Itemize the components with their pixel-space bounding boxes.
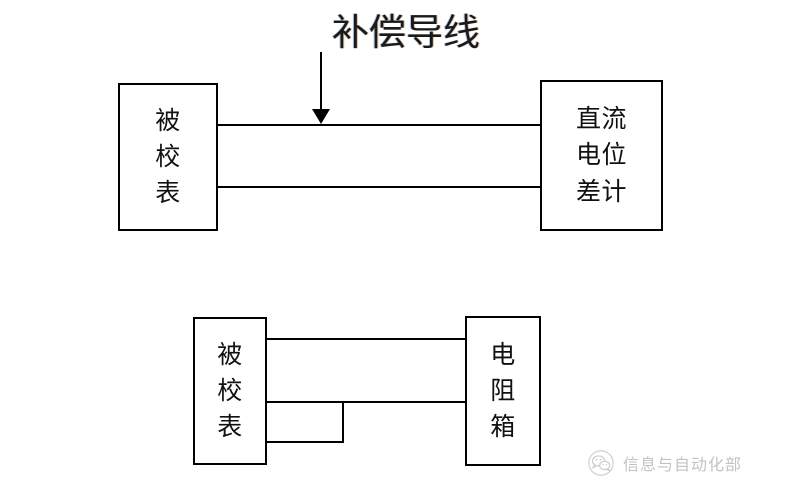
top-left-box-label-line-3: 表 (155, 178, 181, 208)
bottom-right-box-resistance-box[interactable]: 电 阻 箱 (465, 316, 541, 466)
arrow-shaft (320, 52, 322, 110)
bottom-left-box-label-line-3: 表 (217, 412, 243, 442)
top-right-box-label-line-3: 差计 (575, 176, 627, 206)
top-right-box-label-line-1: 直流 (575, 104, 627, 134)
bottom-left-box-device-under-test[interactable]: 被 校 表 (193, 317, 267, 465)
bottom-right-box-label-line-3: 箱 (490, 412, 516, 442)
bottom-right-box-label-line-1: 电 (490, 339, 516, 369)
arrow-head (312, 109, 330, 124)
bottom-diagram-wire-1 (265, 338, 467, 340)
top-left-box-label-line-1: 被 (155, 105, 181, 135)
watermark: 信息与自动化部 (588, 450, 742, 476)
bottom-diagram-wire-2 (265, 401, 467, 403)
top-diagram-wire-1 (216, 124, 544, 126)
bottom-diagram-wire-3 (265, 441, 344, 443)
bottom-diagram-wire-jumper (342, 401, 344, 443)
wechat-logo-icon (588, 450, 614, 476)
bottom-right-box-label-line-2: 阻 (490, 375, 516, 405)
bottom-left-box-label-line-1: 被 (217, 339, 243, 369)
annotation-title: 补偿导线 (332, 11, 480, 54)
watermark-text: 信息与自动化部 (623, 455, 743, 474)
top-right-box-label-line-2: 电位 (575, 140, 627, 170)
top-left-box-device-under-test[interactable]: 被 校 表 (118, 83, 218, 231)
top-right-box-dc-potentiometer[interactable]: 直流 电位 差计 (540, 80, 663, 231)
top-left-box-label-line-2: 校 (155, 141, 181, 171)
bottom-left-box-label-line-2: 校 (217, 375, 243, 405)
down-arrow-icon (312, 52, 330, 126)
top-diagram-wire-2 (216, 186, 544, 188)
